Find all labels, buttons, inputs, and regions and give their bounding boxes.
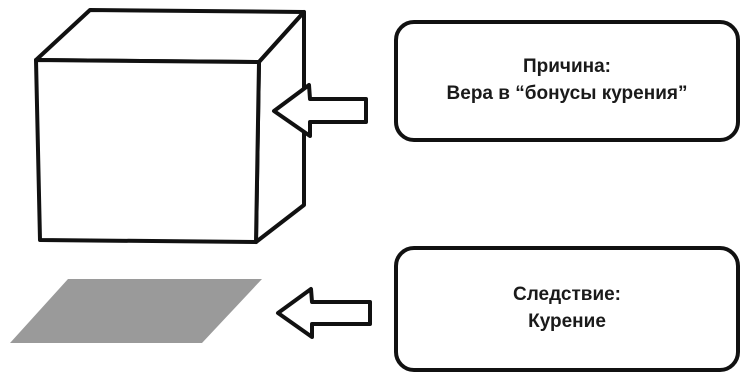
cause-box-text: Причина: Вера в “бонусы курения” bbox=[394, 20, 740, 140]
cause-title: Причина: bbox=[522, 56, 612, 77]
effect-text: Курение bbox=[528, 311, 606, 332]
cause-box bbox=[394, 20, 740, 142]
effect-arrow-icon bbox=[276, 287, 372, 339]
cube bbox=[34, 8, 306, 244]
cube-front-face bbox=[34, 58, 261, 244]
effect-box-text: Следствие: Курение bbox=[394, 246, 740, 370]
effect-box bbox=[394, 246, 740, 372]
effect-title: Следствие: bbox=[512, 284, 622, 305]
cause-arrow-icon bbox=[272, 83, 368, 138]
cause-text: Вера в “бонусы курения” bbox=[446, 83, 688, 104]
cube-shadow bbox=[10, 279, 262, 343]
